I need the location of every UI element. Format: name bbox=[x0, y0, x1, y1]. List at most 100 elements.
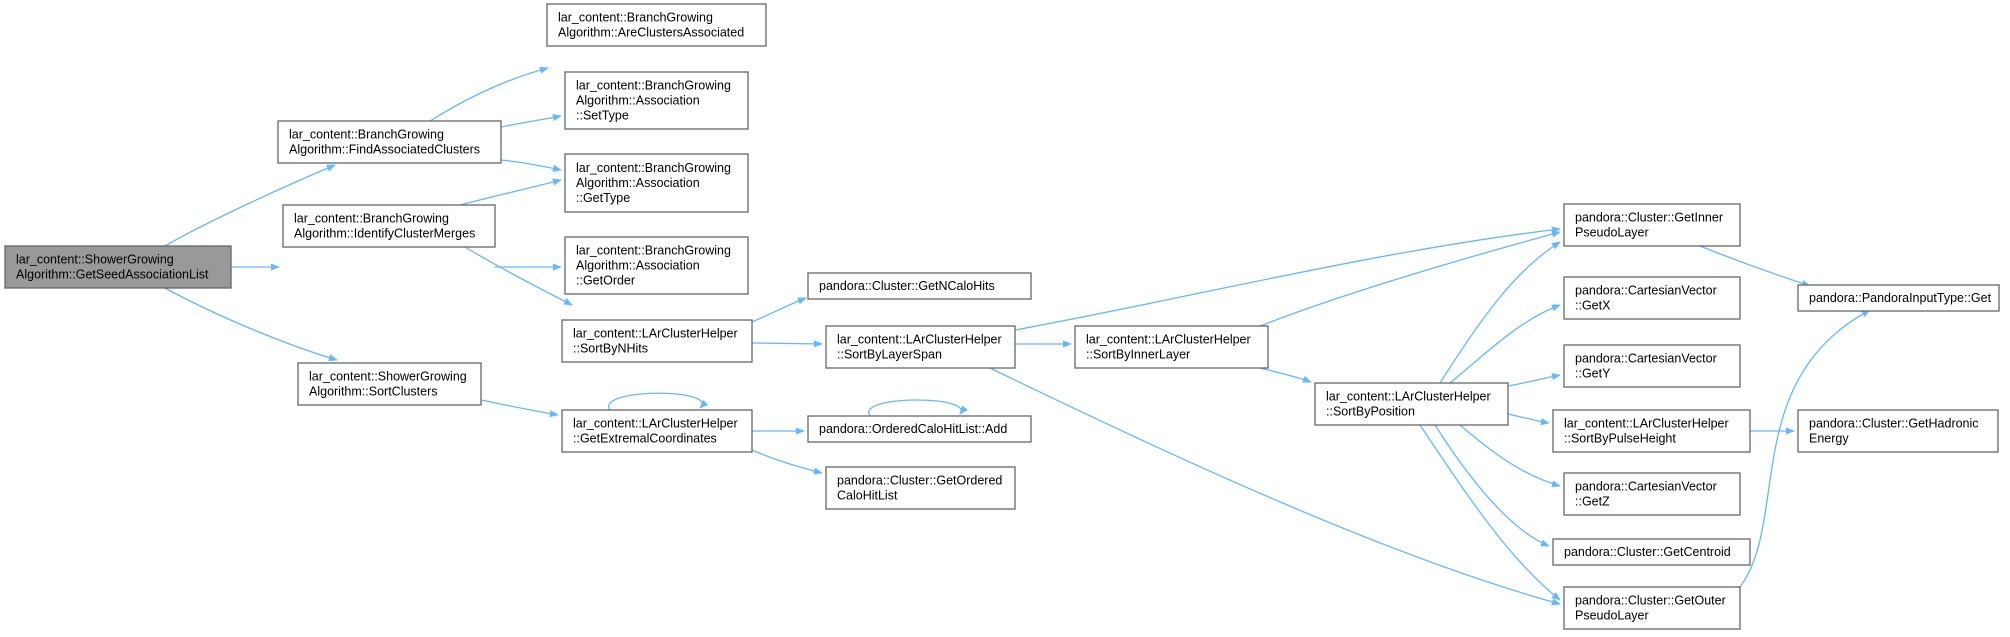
graph-node-n17[interactable]: pandora::CartesianVector::GetX bbox=[1563, 276, 1741, 320]
node-label-line: lar_content::BranchGrowing bbox=[576, 161, 731, 175]
node-box bbox=[561, 409, 753, 453]
node-box bbox=[1552, 538, 1751, 566]
node-box bbox=[297, 362, 482, 406]
graph-node-n15[interactable]: lar_content::LArClusterHelper::SortByPos… bbox=[1314, 382, 1509, 426]
node-label-line: ::SortByPosition bbox=[1326, 405, 1415, 419]
graph-node-n6[interactable]: lar_content::BranchGrowingAlgorithm::Ass… bbox=[564, 153, 749, 213]
edge-n2-n6 bbox=[459, 178, 562, 206]
node-box bbox=[564, 71, 749, 130]
graph-node-n3[interactable]: lar_content::ShowerGrowingAlgorithm::Sor… bbox=[297, 362, 482, 406]
node-label-line: pandora::CartesianVector bbox=[1575, 352, 1717, 366]
graph-node-n5[interactable]: lar_content::BranchGrowingAlgorithm::Ass… bbox=[564, 71, 749, 130]
node-label-line: ::SetType bbox=[576, 109, 629, 123]
graph-node-n20[interactable]: pandora::CartesianVector::GetZ bbox=[1563, 472, 1741, 516]
graph-node-n4[interactable]: lar_content::BranchGrowingAlgorithm::Are… bbox=[546, 3, 767, 47]
node-label-line: Algorithm::FindAssociatedClusters bbox=[289, 143, 480, 157]
node-label-line: lar_content::BranchGrowing bbox=[294, 212, 449, 226]
node-box bbox=[1074, 325, 1269, 369]
edge-n14-n15 bbox=[1259, 367, 1312, 383]
node-label-line: lar_content::ShowerGrowing bbox=[309, 370, 467, 384]
node-layer: lar_content::ShowerGrowingAlgorithm::Get… bbox=[4, 3, 2000, 630]
edge-n15-n19 bbox=[1507, 413, 1550, 426]
edge-n15-n18 bbox=[1507, 373, 1561, 387]
node-label-line: lar_content::LArClusterHelper bbox=[837, 333, 1002, 347]
node-label-line: lar_content::BranchGrowing bbox=[558, 11, 713, 25]
node-label-line: pandora::Cluster::GetNCaloHits bbox=[819, 279, 995, 293]
node-label-line: Energy bbox=[1809, 432, 1849, 446]
graph-node-n21[interactable]: pandora::Cluster::GetCentroid bbox=[1552, 538, 1751, 566]
node-label-line: lar_content::BranchGrowing bbox=[576, 79, 731, 93]
edge-n12-n12 bbox=[868, 399, 968, 417]
node-box bbox=[546, 3, 767, 47]
edge-n22-n23 bbox=[1739, 309, 1871, 588]
edge-n1-n5 bbox=[500, 113, 562, 128]
edge-n1-n6 bbox=[500, 159, 562, 172]
edge-n3-n9 bbox=[480, 399, 559, 418]
node-label-line: ::GetType bbox=[576, 191, 630, 205]
graph-node-n7[interactable]: lar_content::BranchGrowingAlgorithm::Ass… bbox=[564, 236, 749, 295]
graph-node-n18[interactable]: pandora::CartesianVector::GetY bbox=[1563, 344, 1741, 388]
node-box bbox=[282, 204, 496, 248]
graph-node-n0[interactable]: lar_content::ShowerGrowingAlgorithm::Get… bbox=[4, 245, 232, 289]
node-box bbox=[4, 245, 232, 289]
node-label-line: Algorithm::IdentifyClusterMerges bbox=[294, 227, 475, 241]
edge-n15-n22 bbox=[1419, 424, 1561, 601]
node-box bbox=[807, 415, 1032, 443]
node-label-line: ::SortByInnerLayer bbox=[1086, 348, 1190, 362]
edge-n14-n16 bbox=[1259, 230, 1561, 327]
graph-node-n23[interactable]: pandora::PandoraInputType::Get bbox=[1797, 284, 2000, 312]
node-label-line: Algorithm::Association bbox=[576, 94, 700, 108]
node-label-line: Algorithm::Association bbox=[576, 259, 700, 273]
node-label-line: pandora::Cluster::GetInner bbox=[1575, 211, 1723, 225]
node-box bbox=[564, 236, 749, 295]
node-box bbox=[1314, 382, 1509, 426]
node-label-line: lar_content::LArClusterHelper bbox=[1326, 390, 1491, 404]
edge-n1-n4 bbox=[429, 66, 549, 122]
node-label-line: pandora::Cluster::GetCentroid bbox=[1564, 545, 1731, 559]
node-label-line: ::GetY bbox=[1575, 367, 1611, 381]
edge-n9-n13 bbox=[751, 449, 823, 475]
edge-n2-n8 bbox=[464, 246, 573, 306]
graph-node-n14[interactable]: lar_content::LArClusterHelper::SortByInn… bbox=[1074, 325, 1269, 369]
edge-n16-n23 bbox=[1699, 245, 1811, 287]
node-box bbox=[1797, 284, 2000, 312]
node-label-line: Algorithm::SortClusters bbox=[309, 385, 438, 399]
node-label-line: ::GetX bbox=[1575, 299, 1611, 313]
node-box bbox=[807, 272, 1032, 300]
node-label-line: lar_content::BranchGrowing bbox=[576, 244, 731, 258]
node-box bbox=[277, 120, 502, 164]
edge-layer bbox=[164, 66, 1871, 606]
graph-node-n12[interactable]: pandora::OrderedCaloHitList::Add bbox=[807, 415, 1032, 443]
edge-n15-n21 bbox=[1434, 424, 1550, 547]
edge-n0-n1 bbox=[164, 164, 336, 247]
node-label-line: pandora::OrderedCaloHitList::Add bbox=[819, 422, 1007, 436]
node-label-line: ::SortByNHits bbox=[573, 342, 648, 356]
graph-node-n8[interactable]: lar_content::LArClusterHelper::SortByNHi… bbox=[561, 319, 753, 363]
graph-node-n11[interactable]: lar_content::LArClusterHelper::SortByLay… bbox=[825, 325, 1016, 369]
graph-node-n10[interactable]: pandora::Cluster::GetNCaloHits bbox=[807, 272, 1032, 300]
node-label-line: ::GetExtremalCoordinates bbox=[573, 432, 717, 446]
node-label-line: lar_content::LArClusterHelper bbox=[1086, 333, 1251, 347]
node-label-line: pandora::CartesianVector bbox=[1575, 480, 1717, 494]
edge-n0-n3 bbox=[164, 287, 338, 362]
edge-n11-n22 bbox=[989, 367, 1561, 606]
node-box bbox=[1563, 586, 1741, 630]
node-label-line: ::SortByPulseHeight bbox=[1564, 432, 1676, 446]
node-box bbox=[1552, 409, 1751, 453]
node-box bbox=[1563, 344, 1741, 388]
node-label-line: pandora::Cluster::GetHadronic bbox=[1809, 417, 1979, 431]
graph-node-n9[interactable]: lar_content::LArClusterHelper::GetExtrem… bbox=[561, 409, 753, 453]
node-label-line: lar_content::ShowerGrowing bbox=[16, 253, 174, 267]
node-box bbox=[825, 325, 1016, 369]
graph-node-n19[interactable]: lar_content::LArClusterHelper::SortByPul… bbox=[1552, 409, 1751, 453]
node-label-line: pandora::Cluster::GetOuter bbox=[1575, 594, 1726, 608]
graph-node-n1[interactable]: lar_content::BranchGrowingAlgorithm::Fin… bbox=[277, 120, 502, 164]
node-box bbox=[1563, 203, 1741, 247]
edge-n11-n16 bbox=[1014, 226, 1561, 331]
graph-node-n2[interactable]: lar_content::BranchGrowingAlgorithm::Ide… bbox=[282, 204, 496, 248]
